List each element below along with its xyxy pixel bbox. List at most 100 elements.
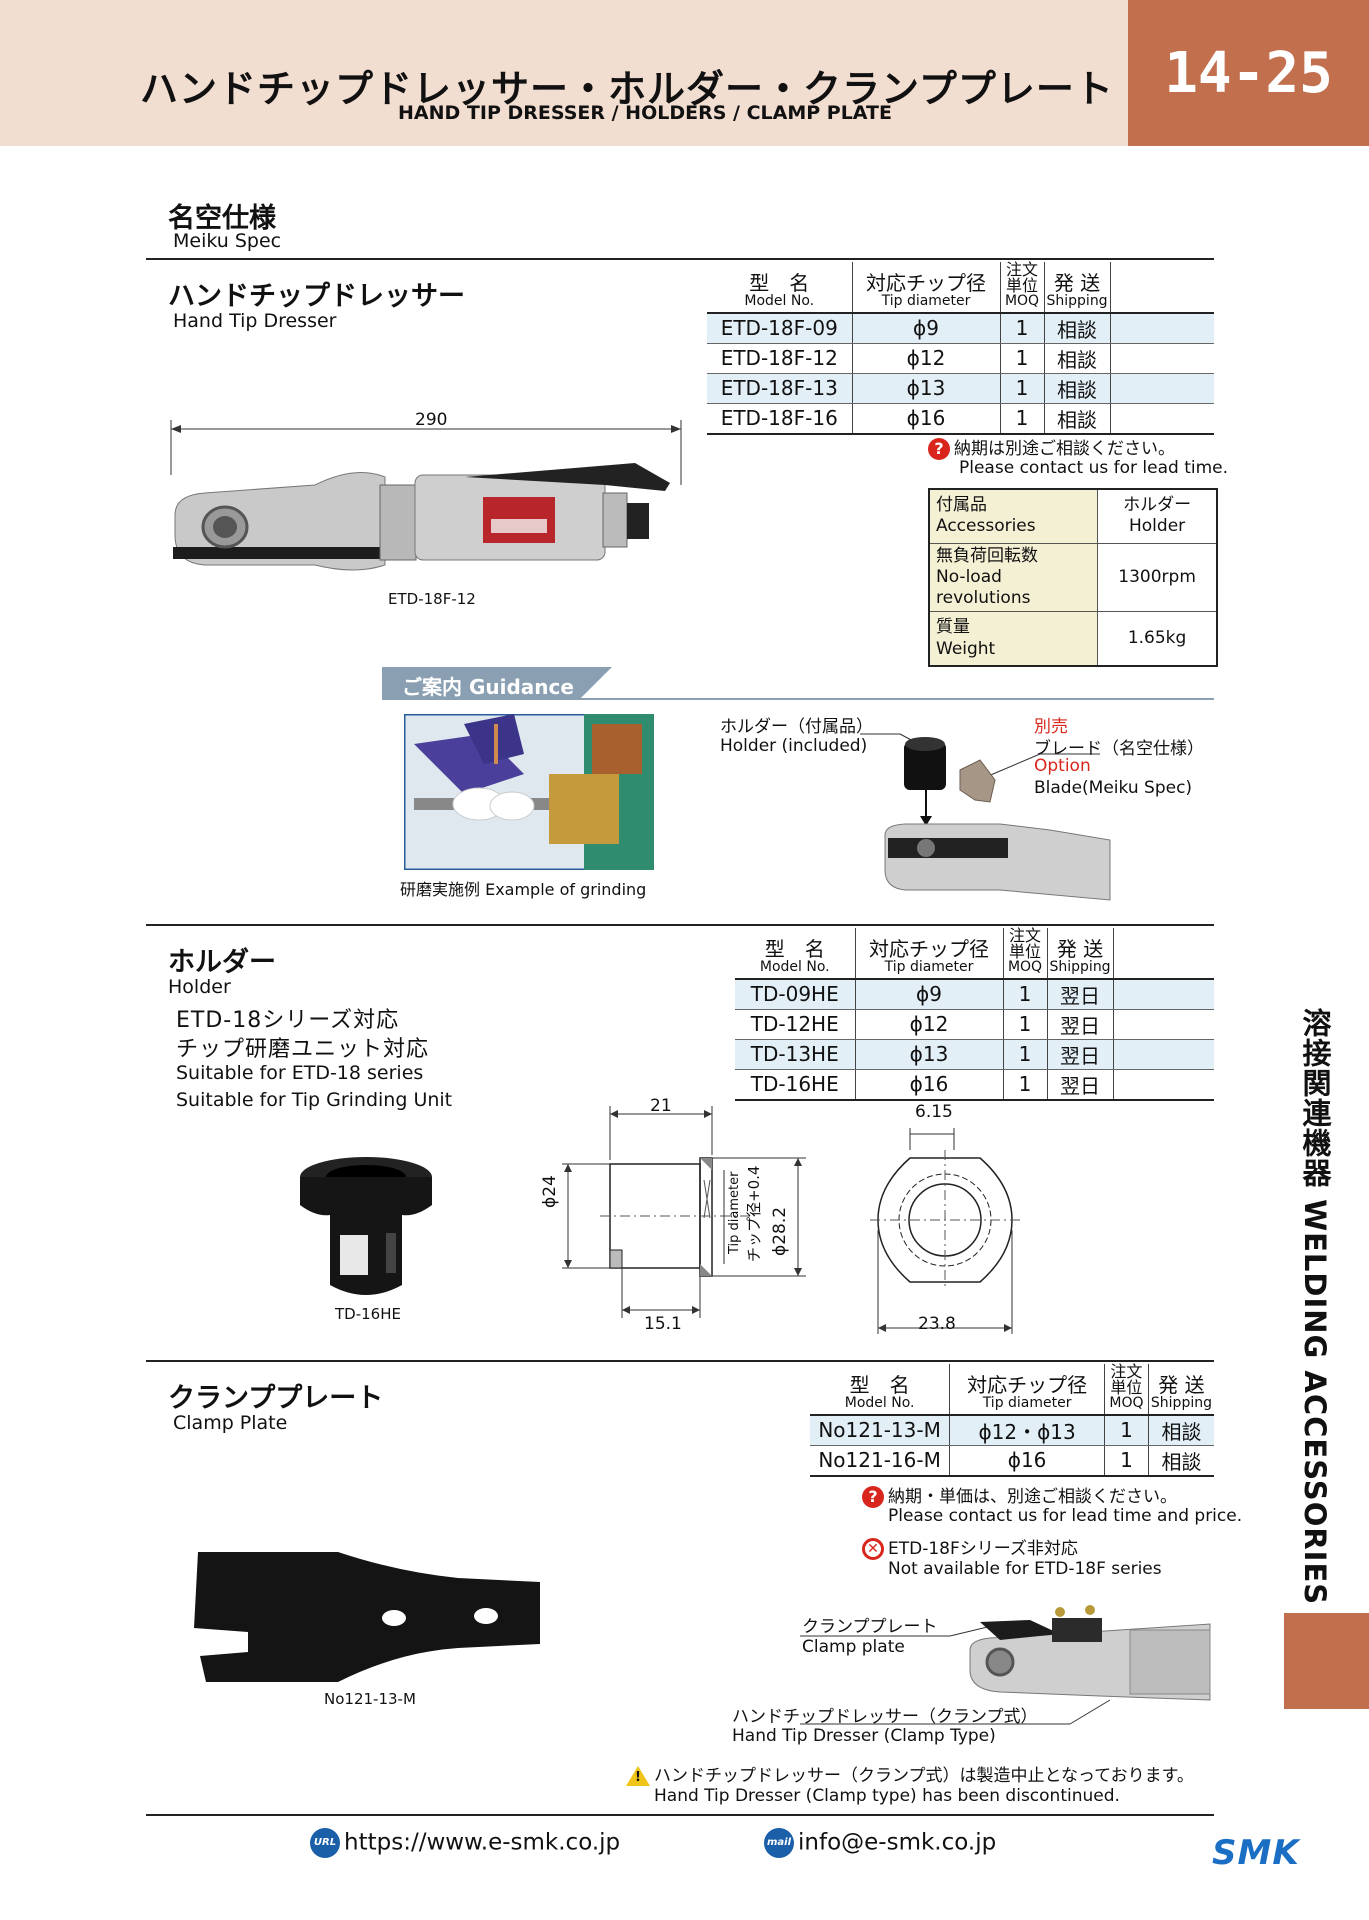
clamp-label1-jp: クランププレート bbox=[802, 1617, 938, 1637]
clamp-label2-en: Hand Tip Dresser (Clamp Type) bbox=[732, 1726, 996, 1746]
page-title: ハンドチップドレッサー・ホルダー・クランププレート bbox=[140, 67, 1114, 111]
clamp-note1-en: Please contact us for lead time and pric… bbox=[888, 1506, 1243, 1526]
page-subtitle: HAND TIP DRESSER / HOLDERS / CLAMP PLATE bbox=[398, 102, 892, 124]
holder-desc-4: Suitable for Tip Grinding Unit bbox=[176, 1089, 453, 1111]
grinding-caption: 研磨実施例 Example of grinding bbox=[400, 880, 647, 899]
grinding-example-photo bbox=[404, 714, 654, 870]
clamp-note2-jp: ✕ETD-18Fシリーズ非対応 bbox=[862, 1534, 1078, 1560]
holder-side-view-drawing bbox=[562, 1106, 806, 1318]
holder-front-view-drawing bbox=[870, 1128, 1020, 1334]
holder-included-en: Holder (included) bbox=[720, 736, 868, 756]
holder-section-rule bbox=[146, 924, 1214, 926]
question-icon: ? bbox=[862, 1486, 884, 1508]
clamp-label2-jp: ハンドチップドレッサー（クランプ式） bbox=[732, 1707, 1038, 1727]
section-rule bbox=[146, 258, 1214, 260]
clamp-label1-en: Clamp plate bbox=[802, 1637, 905, 1657]
mail-icon: mail bbox=[764, 1828, 794, 1858]
holder-included-jp: ホルダー（付属品） bbox=[720, 717, 873, 737]
dresser-title: ハンドチップドレッサー bbox=[168, 281, 465, 312]
clamp-title: クランププレート bbox=[168, 1383, 384, 1414]
header-band bbox=[0, 0, 1128, 146]
dresser-note-jp: ?納期は別途ご相談ください。 bbox=[928, 434, 1175, 460]
guidance-label: ご案内 Guidance bbox=[382, 667, 612, 699]
discontinued-warning-en: Hand Tip Dresser (Clamp type) has been d… bbox=[654, 1786, 1120, 1806]
footer-rule bbox=[146, 1814, 1214, 1816]
dim-15-1: 15.1 bbox=[644, 1314, 682, 1334]
guidance-rule bbox=[382, 698, 1214, 700]
clamp-note1-jp: ?納期・単価は、別途ご相談ください。 bbox=[862, 1482, 1177, 1508]
blade-en: Blade(Meiku Spec) bbox=[1034, 778, 1193, 798]
url-icon: URL bbox=[310, 1828, 340, 1858]
holder-caption: TD-16HE bbox=[335, 1305, 401, 1323]
warning-icon: ! bbox=[626, 1766, 650, 1786]
clamp-note2-en: Not available for ETD-18F series bbox=[888, 1559, 1162, 1579]
clamp-type-dresser-image bbox=[800, 1605, 1211, 1725]
smk-logo: SMK bbox=[1212, 1833, 1300, 1873]
dresser-subtitle: Hand Tip Dresser bbox=[173, 310, 337, 332]
page-number: 14-25 bbox=[1128, 0, 1369, 146]
prohibited-icon: ✕ bbox=[862, 1538, 884, 1560]
holder-desc-3: Suitable for ETD-18 series bbox=[176, 1062, 424, 1084]
clamp-section-rule bbox=[146, 1360, 1214, 1362]
clamp-subtitle: Clamp Plate bbox=[173, 1412, 288, 1434]
dim-tip-diameter-en: Tip diameter bbox=[727, 1171, 742, 1254]
dimension-290: 290 bbox=[415, 410, 448, 430]
sidebar-category: 溶接関連機器 WELDING ACCESSORIES bbox=[1298, 1008, 1332, 1606]
holder-subtitle: Holder bbox=[168, 976, 231, 998]
dresser-caption: ETD-18F-12 bbox=[388, 590, 476, 608]
holder-desc-1: ETD-18シリーズ対応 bbox=[176, 1008, 400, 1033]
holder-td16he-image bbox=[300, 1157, 432, 1295]
dim-6-15: 6.15 bbox=[915, 1102, 953, 1122]
dim-phi24: ϕ24 bbox=[540, 1175, 560, 1208]
holder-title: ホルダー bbox=[168, 947, 276, 978]
dim-phi28: ϕ28.2 bbox=[770, 1206, 790, 1256]
dresser-note-en: Please contact us for lead time. bbox=[959, 458, 1229, 478]
th-empty bbox=[1113, 928, 1214, 979]
th-empty bbox=[1110, 262, 1214, 313]
dim-21: 21 bbox=[650, 1096, 672, 1116]
sidebar-tab bbox=[1284, 1613, 1369, 1709]
dim-23-8: 23.8 bbox=[918, 1314, 956, 1334]
hand-tip-dresser-image bbox=[170, 420, 682, 571]
section-subtitle: Meiku Spec bbox=[173, 230, 282, 252]
clamp-caption: No121-13-M bbox=[324, 1690, 416, 1708]
holder-blade-diagram bbox=[860, 733, 1111, 901]
option-label: Option bbox=[1034, 756, 1091, 776]
dim-tip-diameter-jp: チップ径+0.4 bbox=[745, 1165, 763, 1262]
discontinued-warning-jp: !ハンドチップドレッサー（クランプ式）は製造中止となっております。 bbox=[626, 1761, 1194, 1786]
separate-sale-label: 別売 bbox=[1034, 717, 1068, 737]
question-icon: ? bbox=[928, 438, 950, 460]
